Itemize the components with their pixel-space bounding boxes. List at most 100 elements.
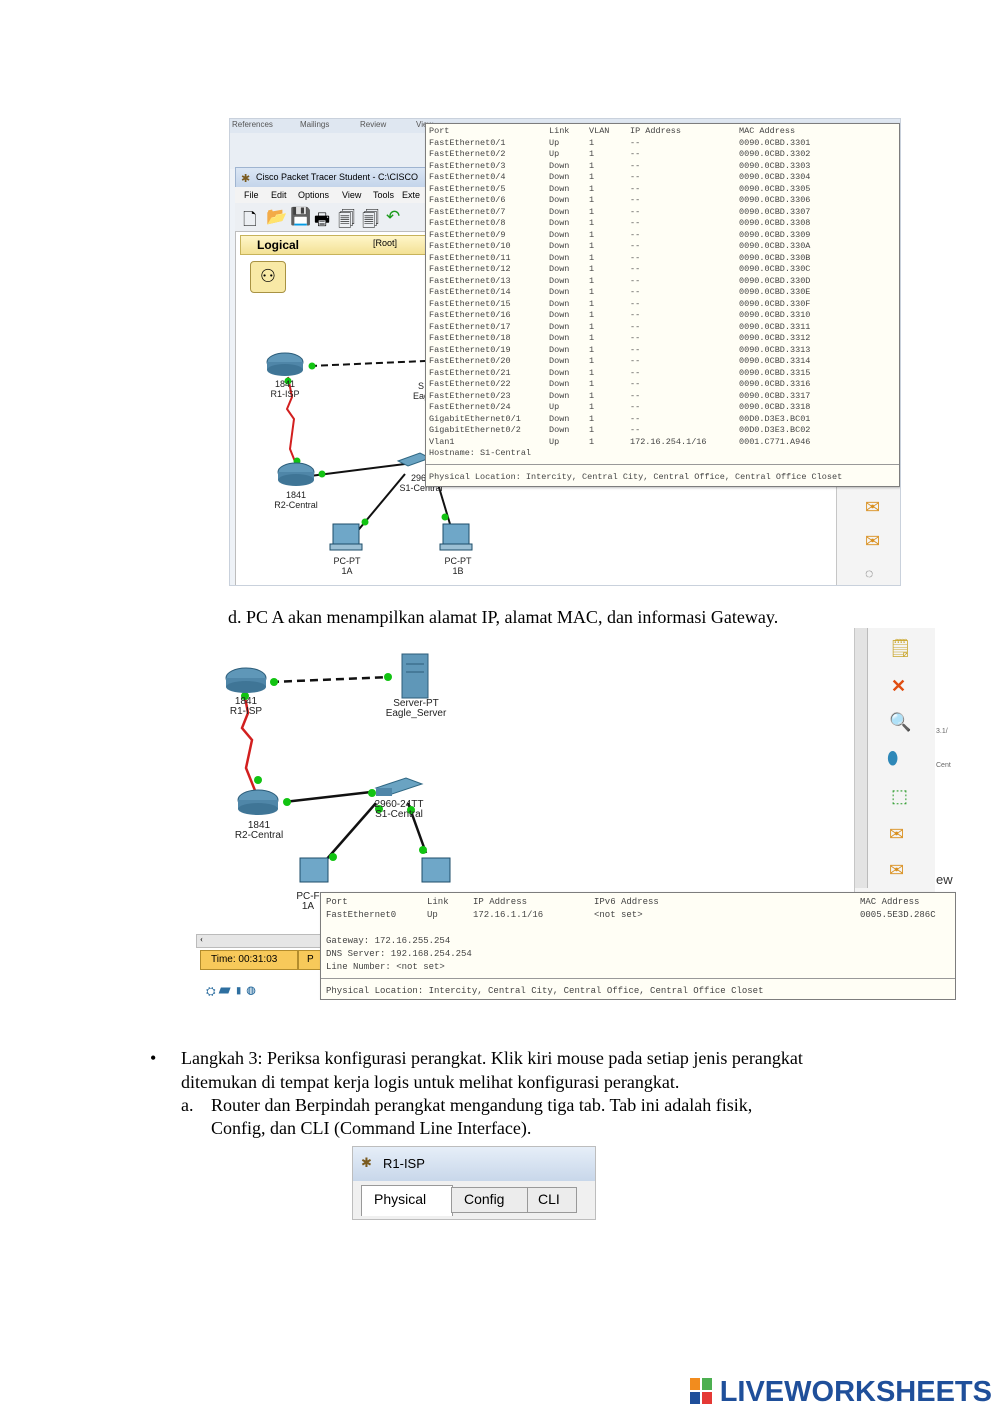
cell-mac: 0090.0CBD.330C <box>739 264 811 274</box>
ribbon-tab[interactable]: References <box>232 120 273 129</box>
menu-tools[interactable]: Tools <box>373 190 395 200</box>
wireless-category-icon[interactable]: ◍ <box>246 984 256 998</box>
tab-cli[interactable]: CLI <box>527 1187 577 1213</box>
add-complex-pdu-icon[interactable]: ✉ <box>889 860 905 880</box>
cell-port: FastEthernet0/9 <box>429 229 506 240</box>
cell-mac: 0090.0CBD.3305 <box>739 183 811 194</box>
wizard-icon[interactable]: 🗐 <box>338 210 355 229</box>
cell-mac: 0090.0CBD.3311 <box>739 321 811 332</box>
open-folder-icon[interactable]: 📂 <box>266 207 288 226</box>
vertical-scrollbar[interactable] <box>855 628 868 888</box>
ribbon-tab[interactable]: Mailings <box>300 120 330 129</box>
router-r2-bottom <box>238 803 278 815</box>
r1-model: 1841 <box>234 696 258 707</box>
topology-links <box>266 352 473 551</box>
link-light <box>375 805 383 813</box>
header-link: Link <box>549 126 570 136</box>
cell-port: FastEthernet0/10 <box>429 241 511 251</box>
cell-vlan: 1 <box>589 367 595 378</box>
cell-vlan: 1 <box>589 390 595 401</box>
cell-link: Down <box>549 195 570 205</box>
cell-link: Down <box>549 206 570 217</box>
hostname: Hostname: S1-Central <box>429 448 532 458</box>
undo-icon[interactable]: ↶ <box>386 207 401 226</box>
new-file-icon[interactable]: 🗋 <box>243 210 257 229</box>
cell-ip: -- <box>630 425 641 435</box>
cell-ip: -- <box>630 287 641 297</box>
cell-link: Down <box>549 413 570 424</box>
pc-1a-icon <box>332 523 360 545</box>
cell-mac: 0090.0CBD.3304 <box>739 172 811 182</box>
scroll-left-arrow[interactable]: ‹ <box>200 934 203 944</box>
serial-link-r1-r2 <box>285 376 297 465</box>
link-r2-s1 <box>309 463 406 477</box>
cell-ip: 172.16.1.1/16 <box>473 910 544 920</box>
cell-mac: 0090.0CBD.3307 <box>739 206 811 217</box>
cell-ip: -- <box>630 379 641 389</box>
add-simple-pdu-icon[interactable]: ✉ <box>865 497 881 517</box>
cell-vlan: 1 <box>589 229 595 240</box>
cell-mac: 0090.0CBD.330A <box>739 241 811 251</box>
cell-link: Down <box>549 425 570 435</box>
liveworksheets-logo[interactable]: LIVEWORKSHEETS <box>689 1376 992 1409</box>
pc1a-name: 1A <box>341 566 353 576</box>
print-icon[interactable]: 🖶 <box>314 210 331 229</box>
cell-vlan: 1 <box>589 172 595 182</box>
draw-shape-icon[interactable]: ⬮ <box>887 748 899 768</box>
logical-label: Logical <box>257 238 300 252</box>
ribbon-tab[interactable]: View <box>416 120 433 129</box>
pc-1b-keyboard <box>439 543 473 551</box>
cell-vlan: 1 <box>589 344 595 355</box>
cell-vlan: 1 <box>589 287 595 297</box>
menu-edit[interactable]: Edit <box>271 190 287 200</box>
cluster-icon[interactable]: ⚇ <box>250 261 286 293</box>
root-label[interactable]: [Root] <box>373 238 398 248</box>
r1-name: R1-ISP <box>270 389 300 399</box>
cell-port: FastEthernet0/8 <box>429 218 506 228</box>
cell-mac: 0001.C771.A946 <box>739 436 811 447</box>
pc1a-label: PC-F 1A <box>294 892 322 912</box>
cell-link: Up <box>549 149 560 159</box>
cell-mac: 0090.0CBD.3315 <box>739 367 811 378</box>
view-icon[interactable]: ◌ <box>865 567 874 582</box>
menu-extensions[interactable]: Exte <box>402 190 421 200</box>
add-simple-pdu-icon[interactable]: ✉ <box>889 824 905 844</box>
device-type-icons: ⛭ ▰ ▮ ◍ <box>206 984 256 999</box>
cell-port: FastEthernet0/13 <box>429 275 511 286</box>
menu-view[interactable]: View <box>342 190 362 200</box>
cell-port: FastEthernet0/3 <box>429 160 506 171</box>
ribbon-tab[interactable]: Review <box>360 120 387 129</box>
copy-icon[interactable]: 🗐 <box>362 210 379 229</box>
s1-label: 2960 S1-Central <box>396 473 446 493</box>
inspect-icon[interactable]: 🔍 <box>889 712 912 732</box>
server-model: Server-PT <box>393 698 439 709</box>
pc1b-name: 1B <box>452 566 464 576</box>
cell-vlan: 1 <box>589 436 595 447</box>
line-number-info: Line Number: <not set> <box>326 962 445 972</box>
menu-options[interactable]: Options <box>298 190 330 200</box>
add-complex-pdu-icon[interactable]: ✉ <box>865 531 881 551</box>
resize-shape-icon[interactable]: ⬚ <box>891 786 909 806</box>
cell-port: FastEthernet0/2 <box>429 149 506 159</box>
cell-link: Down <box>549 298 570 309</box>
tab-physical[interactable]: Physical <box>361 1185 453 1216</box>
switches-category-icon[interactable]: ▰ <box>218 984 231 998</box>
hubs-category-icon[interactable]: ▮ <box>233 984 244 998</box>
delete-icon[interactable]: ✕ <box>891 676 907 696</box>
window-titlebar[interactable]: ✱ R1-ISP <box>353 1147 595 1181</box>
note-icon[interactable]: 🗒 <box>889 638 912 658</box>
horizontal-scrollbar[interactable]: ‹ <box>196 934 328 948</box>
routers-category-icon[interactable]: ⛭ <box>206 984 216 998</box>
logo-text: LIVEWORKSHEETS <box>719 1376 992 1408</box>
link-light <box>384 673 392 681</box>
s1-model: 2960 <box>410 473 432 483</box>
cell-ip: -- <box>630 321 641 332</box>
menu-file[interactable]: File <box>244 190 259 200</box>
save-icon[interactable]: 💾 <box>290 207 312 226</box>
tab-config[interactable]: Config <box>451 1187 529 1213</box>
cell-mac: 0090.0CBD.3312 <box>739 333 811 343</box>
cell-link: Down <box>549 390 570 401</box>
